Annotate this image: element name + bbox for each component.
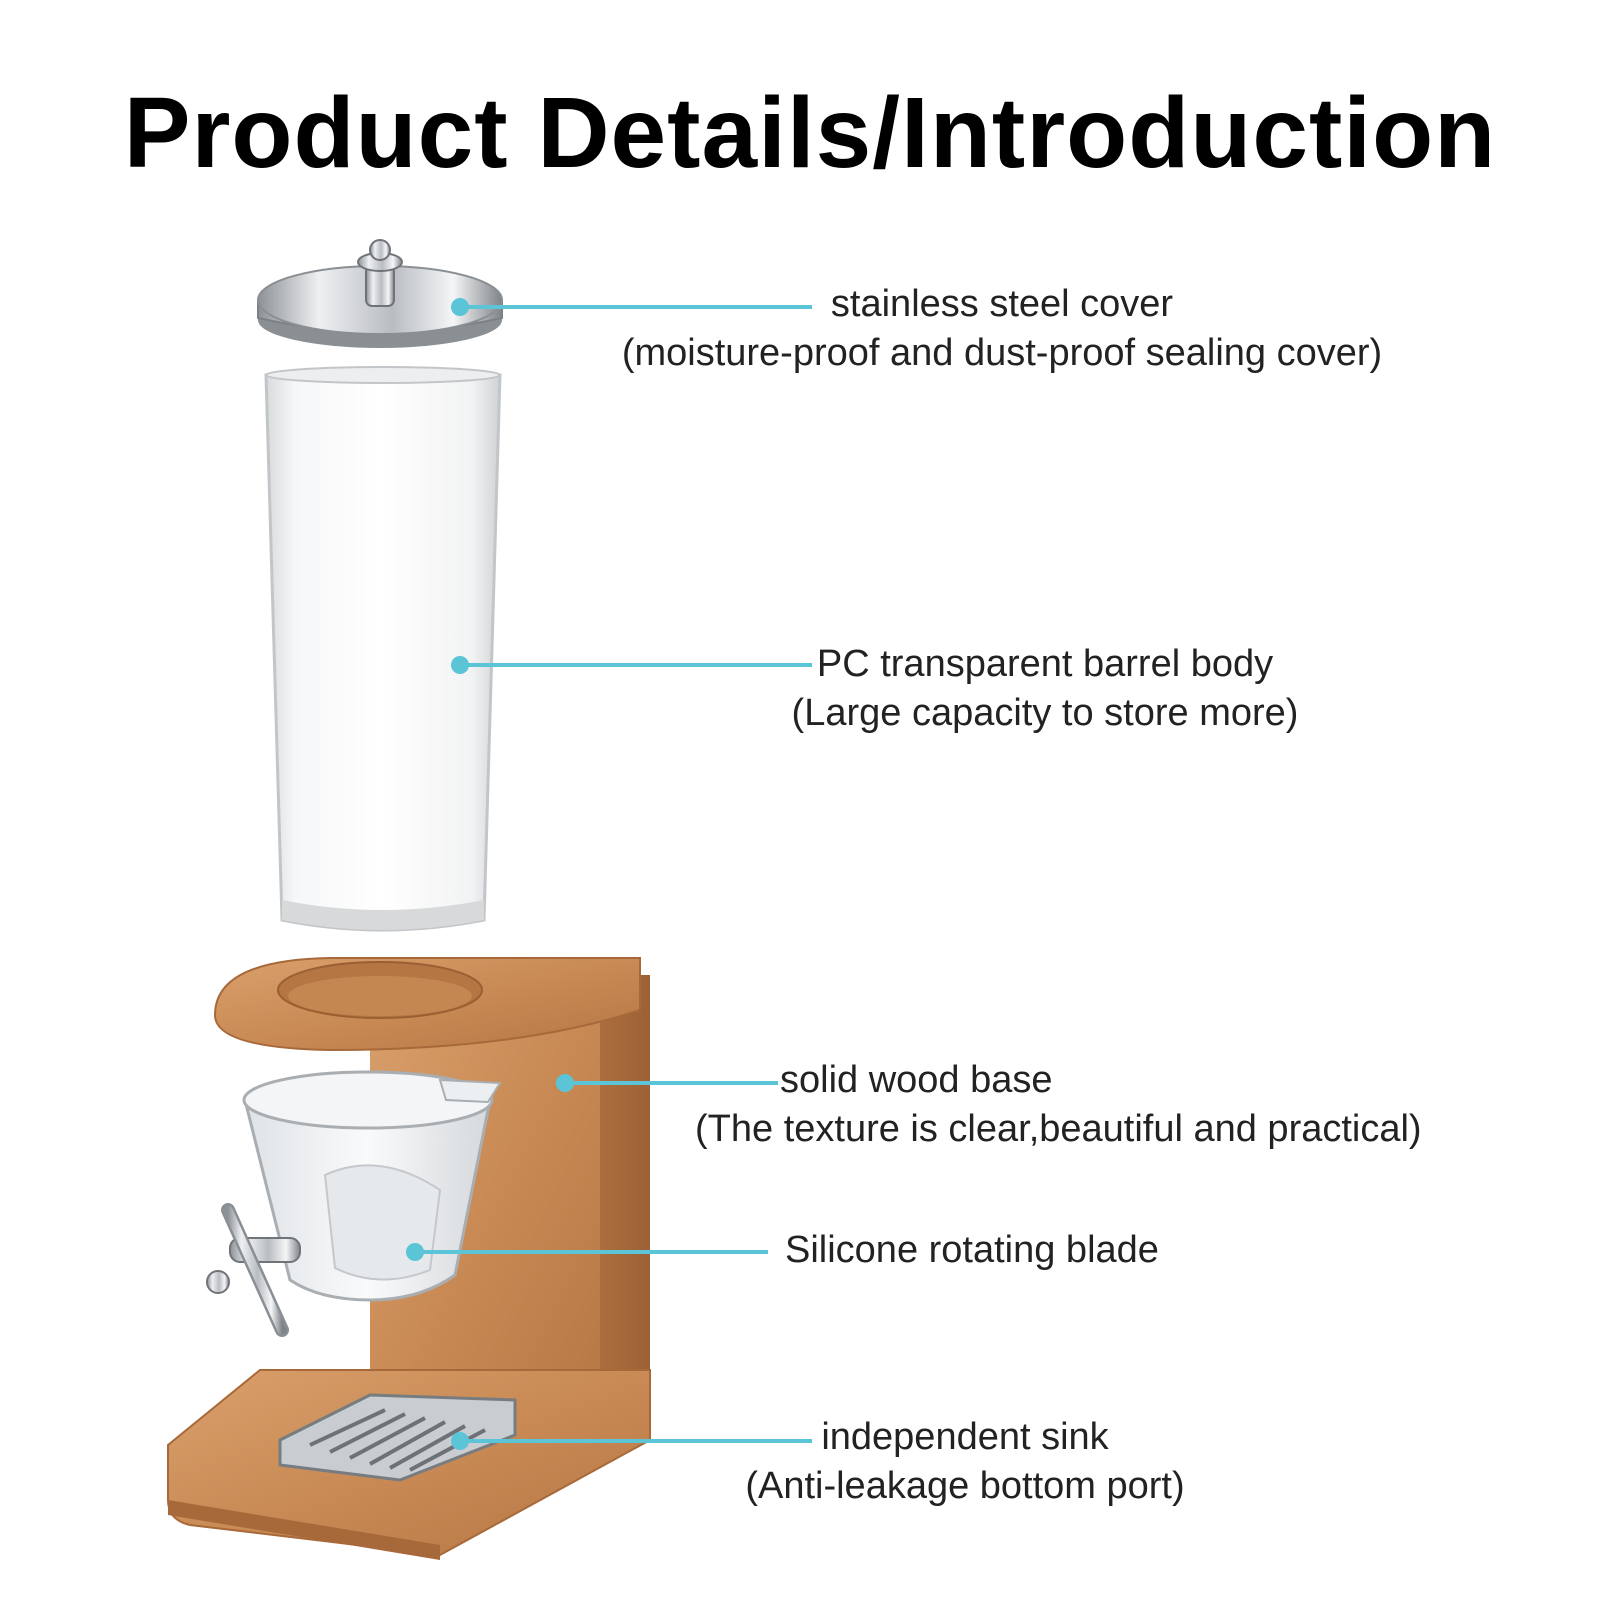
- steel-cover-graphic: [257, 239, 503, 348]
- callout-main: PC transparent barrel body: [816, 643, 1274, 685]
- leader-lines: [406, 298, 812, 1450]
- wood-base-graphic: [167, 957, 651, 1560]
- callout-stainless-steel-cover: stainless steel cover (moisture-proof an…: [612, 280, 1392, 379]
- callout-main: solid wood base: [780, 1059, 1053, 1101]
- leader-blade: [406, 1243, 768, 1261]
- page-title: Product Details/Introduction: [123, 77, 1497, 189]
- leader-wood-base: [556, 1074, 778, 1092]
- callout-sub: (Large capacity to store more): [791, 692, 1299, 735]
- callout-sub: (Anti-leakage bottom port): [745, 1465, 1185, 1508]
- leader-sink: [451, 1432, 812, 1450]
- callout-sub: (The texture is clear,beautiful and prac…: [695, 1108, 1422, 1151]
- callout-main: independent sink: [821, 1416, 1109, 1458]
- callout-independent-sink: independent sink (Anti-leakage bottom po…: [740, 1413, 1190, 1512]
- callout-solid-wood-base: solid wood base (The texture is clear,be…: [695, 1056, 1422, 1155]
- tap-handle-graphic: [206, 1203, 301, 1337]
- leader-barrel: [451, 656, 812, 674]
- callout-silicone-rotating-blade: Silicone rotating blade: [785, 1226, 1205, 1275]
- callout-pc-barrel-body: PC transparent barrel body (Large capaci…: [790, 640, 1300, 739]
- callout-main: stainless steel cover: [830, 283, 1174, 325]
- barrel-graphic: [264, 366, 502, 932]
- callout-sub: (moisture-proof and dust-proof sealing c…: [621, 332, 1383, 375]
- leader-cover: [451, 298, 812, 316]
- callout-main: Silicone rotating blade: [785, 1229, 1159, 1271]
- sink-grate-graphic: [278, 1393, 517, 1482]
